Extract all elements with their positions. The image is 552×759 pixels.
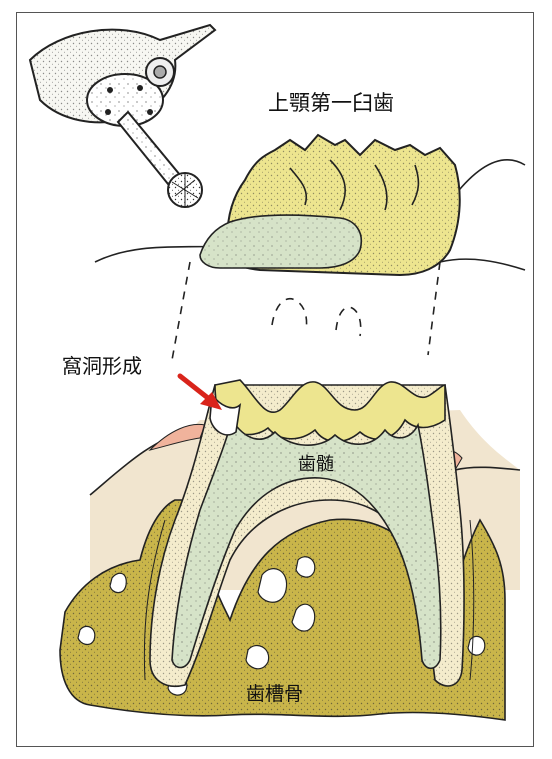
handpiece-drill [30, 25, 215, 207]
label-cavity-prep: 窩洞形成 [62, 354, 142, 378]
label-upper-molar: 上顎第一臼歯 [268, 91, 394, 115]
tooth-cross-section [60, 380, 520, 720]
projection-lines [172, 262, 440, 360]
label-alveolar-bone: 歯槽骨 [246, 683, 303, 705]
label-pulp: 歯髄 [298, 454, 334, 475]
